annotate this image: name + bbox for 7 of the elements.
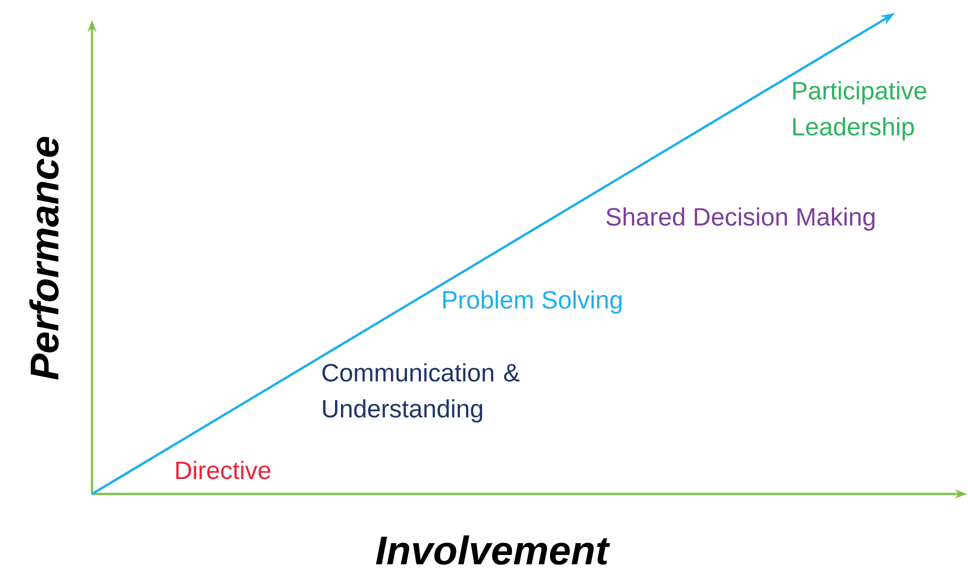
stage-label: Directive: [176, 460, 270, 480]
axis-title: Performance: [29, 136, 59, 380]
stage-label: Shared Decision Making: [606, 207, 874, 231]
stage-label: Participative Leadership: [793, 81, 926, 140]
axis-title: Involvement: [376, 535, 610, 565]
stage-label: Communication & Understanding: [322, 363, 520, 423]
stage-label: Problem Solving: [443, 290, 622, 314]
